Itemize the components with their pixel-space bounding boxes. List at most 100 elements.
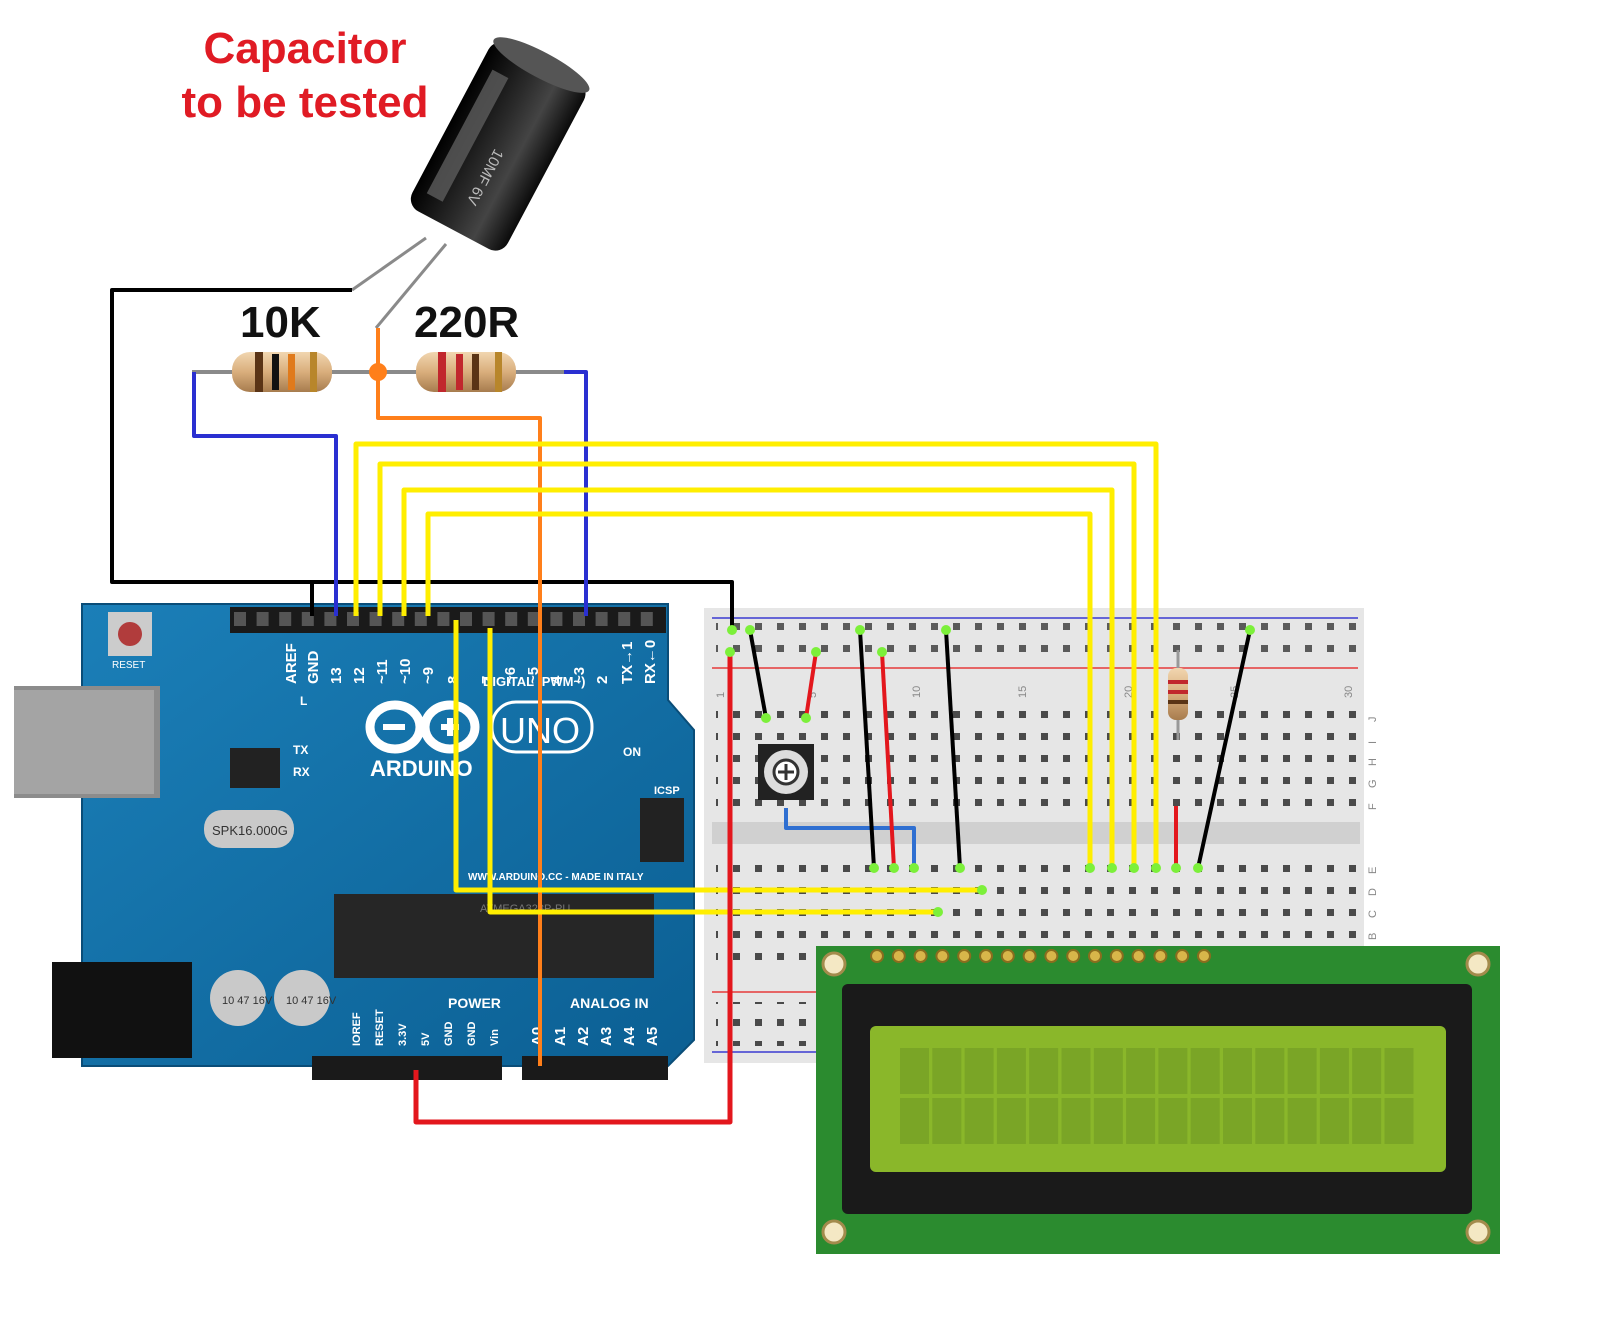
lcd-wire-d5 [377,461,1137,868]
header-pin-label: ~6 [502,667,519,684]
digital-label: DIGITAL (PWM~) [483,674,585,689]
breadboard-connection [725,647,735,657]
lcd-character-cell [1061,1098,1091,1144]
analog-pin-label: A4 [621,1026,638,1046]
icsp-header [640,798,684,862]
breadboard-row-letter: C [1367,910,1379,918]
breadboard-connection [909,863,919,873]
header-socket [460,612,472,626]
breadboard-connection [1193,863,1203,873]
breadboard-connection [745,625,755,635]
lcd-vcc-wire [880,651,896,869]
header-pin-label: GND [305,651,322,685]
lcd-character-cell [1223,1098,1252,1144]
breadboard-connection [761,713,771,723]
analog-pin-label: A0 [529,1027,546,1046]
header-socket [527,612,540,626]
lcd-wire-rs [453,620,982,893]
gnd-wire-capacitor [110,288,734,630]
lcd-character-cell [996,1098,1026,1144]
breadboard-row-letter: H [1367,758,1379,766]
analog-pin-label: A5 [644,1027,661,1046]
lcd-character-grid [900,1048,1414,1144]
lcd-character-cell [1093,1048,1123,1094]
dc-jack [52,962,192,1058]
lcd-character-cell [964,1098,994,1144]
breadboard-row-letter: B [1367,933,1379,940]
header-socket [505,612,518,626]
lcd-pin [1153,949,1168,963]
board-capacitor-1-label: 10 47 16V [222,995,273,1007]
sense-wire-pin-3 [564,370,588,616]
analog-pin-label: A2 [575,1027,592,1046]
capacitor: 10MF 6V [351,37,590,329]
breadboard-row-letter: G [1367,779,1379,788]
tx-label: TX [293,743,308,757]
lcd-wire-en [487,628,938,915]
header-socket [550,612,563,626]
header-socket [234,612,246,626]
lcd-character-cell [1255,1048,1285,1094]
lcd-character-cell [1384,1048,1414,1094]
lcd-character-cell [1352,1098,1382,1144]
header-pin-label: 13 [328,667,345,684]
breadboard-connection [1245,625,1255,635]
lcd-pin [1197,949,1211,963]
breadboard-connection [727,625,737,635]
breadboard-connection [933,907,943,917]
sense-wire-pin-12 [192,372,338,616]
breadboard-connection [1085,863,1095,873]
lcd-character-cell [1126,1098,1156,1144]
header-socket [595,612,608,626]
power-pin-label: GND [443,1022,455,1047]
lcd-character-cell [964,1048,994,1094]
lcd-character-cell [1190,1098,1220,1144]
header-socket [618,612,631,626]
breadboard-row-letter: D [1367,888,1379,896]
header-pin-label: ~3 [571,667,588,684]
capacitor-title: Capacitor to be tested [150,22,460,130]
header-pin-label: ~10 [397,659,414,684]
breadboard-connection [955,863,965,873]
lcd-16x2 [816,946,1500,1254]
power-pin-label: RESET [374,1009,386,1046]
header-socket [256,612,269,626]
breadboard-connection [855,625,865,635]
breadboard-row-letter: F [1367,803,1379,810]
header-pin-label: 12 [351,667,368,684]
analog-pin-label: A1 [552,1027,569,1046]
lcd-character-cell [1319,1048,1349,1094]
lcd-character-cell [900,1098,929,1144]
header-pin-label: ~9 [420,667,437,684]
lcd-character-cell [1126,1048,1156,1094]
breadboard-connection [889,863,899,873]
pot-gnd-wire [748,629,768,719]
lcd-gnd-wire [858,629,876,869]
resistor-220r-label: 220R [414,298,520,347]
lcd-character-cell [1093,1098,1123,1144]
breadboard-connection [1171,863,1181,873]
lcd-pins [870,949,1211,963]
lcd-character-cell [1319,1098,1349,1144]
breadboard-row-letter: I [1367,741,1379,744]
breadboard-column-number: 5 [807,692,819,698]
power-pin-label: 3.3V [397,1023,409,1046]
power-pin-label: Vin [489,1029,501,1046]
lcd-character-cell [932,1098,962,1144]
header-socket [324,612,337,626]
pot-vcc-wire [804,651,818,719]
crystal [204,810,294,848]
breadboard-connection [869,863,879,873]
lcd-character-cell [900,1048,929,1094]
capacitor-title-line1: Capacitor [203,24,407,73]
lcd-pin [935,949,950,963]
breadboard-column-number: 1 [715,692,727,698]
reset-label: RESET [112,660,145,671]
header-pin-label: 2 [594,676,611,684]
url-label: WWW.ARDUINO.CC - MADE IN ITALY [468,872,644,883]
lcd-wire-d6 [401,487,1115,868]
header-pin-label: RX←0 [642,640,659,684]
breadboard-connection [811,647,821,657]
